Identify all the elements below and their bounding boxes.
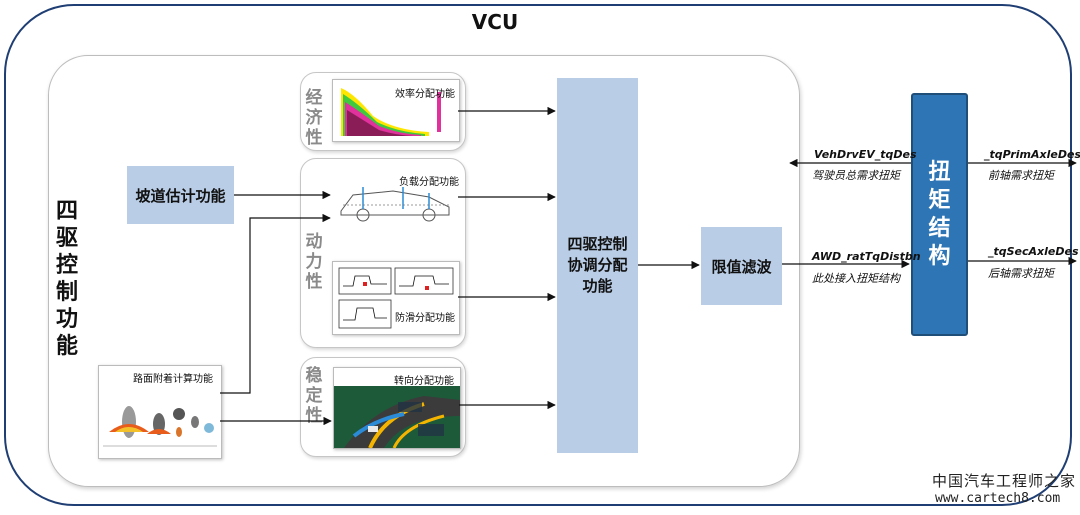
signal-prim-desc: 前轴需求扭矩 [988,169,1054,182]
steering-distribution-thumbnail: 转向分配功能 [333,367,461,449]
four-wd-control-title: 四驱控制功能 [55,199,78,359]
signal-vehdrv-name: VehDrvEV_tqDes [814,148,917,161]
signal-prim-name: _tqPrimAxleDes [984,148,1080,161]
torque-structure-label: 扭矩结构 [928,159,951,269]
economy-group-label: 经济性 [305,88,323,148]
arrow-adhesion-to-load [220,213,331,394]
road-adhesion-label: 路面附着计算功能 [133,374,213,385]
four-wd-control-frame [48,55,800,487]
efficiency-distribution-thumbnail: 效率分配功能 [332,79,460,142]
efficiency-distribution-label: 效率分配功能 [395,89,455,100]
load-distribution-thumbnail: 负载分配功能 [332,166,460,230]
tire-diagram-image [103,406,217,447]
torque-structure-box: 扭矩结构 [911,93,968,336]
vcu-frame [4,4,1072,506]
signal-awd-desc: 此处接入扭矩结构 [812,272,900,285]
load-distribution-label: 负载分配功能 [399,177,459,188]
vehicle-load-diagram [340,187,450,222]
signal-awd-name: AWD_ratTqDistbn [812,250,921,263]
signal-vehdrv-desc: 驾驶员总需求扭矩 [812,169,900,182]
steering-distribution-label: 转向分配功能 [394,376,454,387]
efficiency-map-image [333,80,459,141]
signal-sec-name: _tqSecAxleDes [988,245,1079,258]
limit-filter-label: 限值滤波 [711,257,772,276]
road-adhesion-thumbnail: 路面附着计算功能 [98,365,222,459]
watermark-url: www.cartech8.com [935,491,1061,506]
watermark-cn: 中国汽车工程师之家 [932,472,1077,490]
coordination-distribution-label: 四驱控制协调分配功能 [567,235,628,295]
vcu-title: VCU [471,10,519,34]
limit-filter-box: 限值滤波 [701,227,782,305]
antislip-plots-image [338,267,454,329]
antislip-distribution-thumbnail: 防滑分配功能 [332,261,460,335]
dynamics-group-label: 动力性 [305,232,323,292]
slope-estimation-label: 坡道估计功能 [135,186,226,205]
antislip-distribution-label: 防滑分配功能 [395,313,455,324]
steering-road-image [334,386,460,448]
coordination-distribution-box: 四驱控制协调分配功能 [557,78,638,453]
slope-estimation-box: 坡道估计功能 [127,166,234,224]
signal-sec-desc: 后轴需求扭矩 [988,267,1054,280]
